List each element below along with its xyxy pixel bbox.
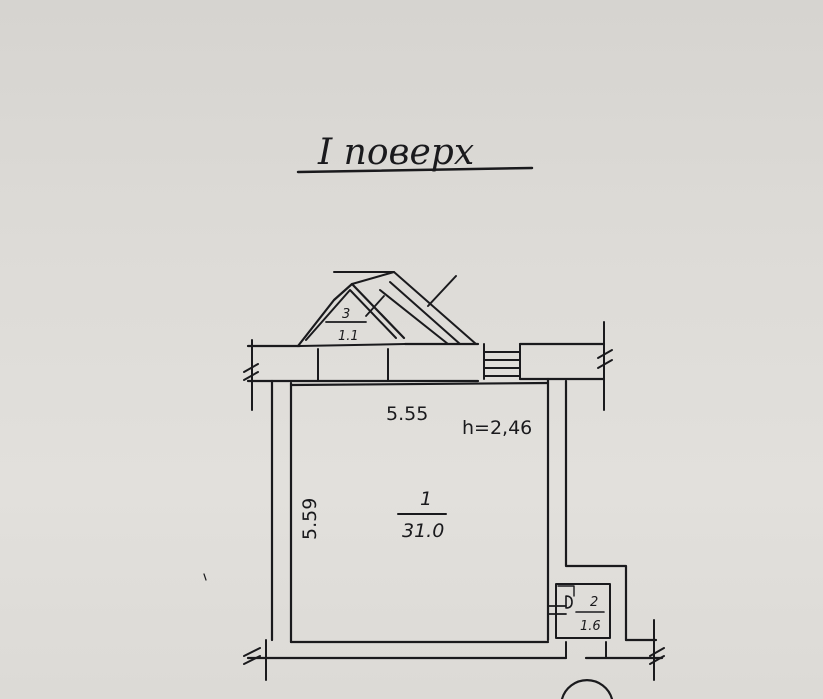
- porch-vestibule: [296, 271, 477, 348]
- stair-steps: [483, 343, 521, 380]
- ceiling-height: h=2,46: [462, 417, 532, 439]
- room-length-dimension: 5.59: [299, 498, 321, 540]
- room-1-top-edge: [289, 381, 550, 387]
- floor-title: I поверх: [317, 132, 474, 173]
- title-underline: [296, 166, 534, 174]
- room-3-area: 1.1: [338, 329, 359, 344]
- room-2-area: 1.6: [580, 619, 601, 634]
- bottom-wall: [243, 619, 665, 681]
- room-width-dimension: 5.55: [386, 403, 428, 425]
- stray-mark: [203, 573, 207, 581]
- room-2-outline: [547, 583, 611, 639]
- top-wall: [246, 342, 606, 383]
- room-1-area: 31.0: [402, 520, 444, 542]
- partial-circle-mark: [560, 679, 614, 699]
- room-3-number: 3: [342, 307, 350, 322]
- right-wall: [546, 321, 628, 642]
- left-wall: [243, 339, 293, 644]
- room-2-number: 2: [590, 595, 598, 610]
- room-1-number: 1: [420, 488, 432, 510]
